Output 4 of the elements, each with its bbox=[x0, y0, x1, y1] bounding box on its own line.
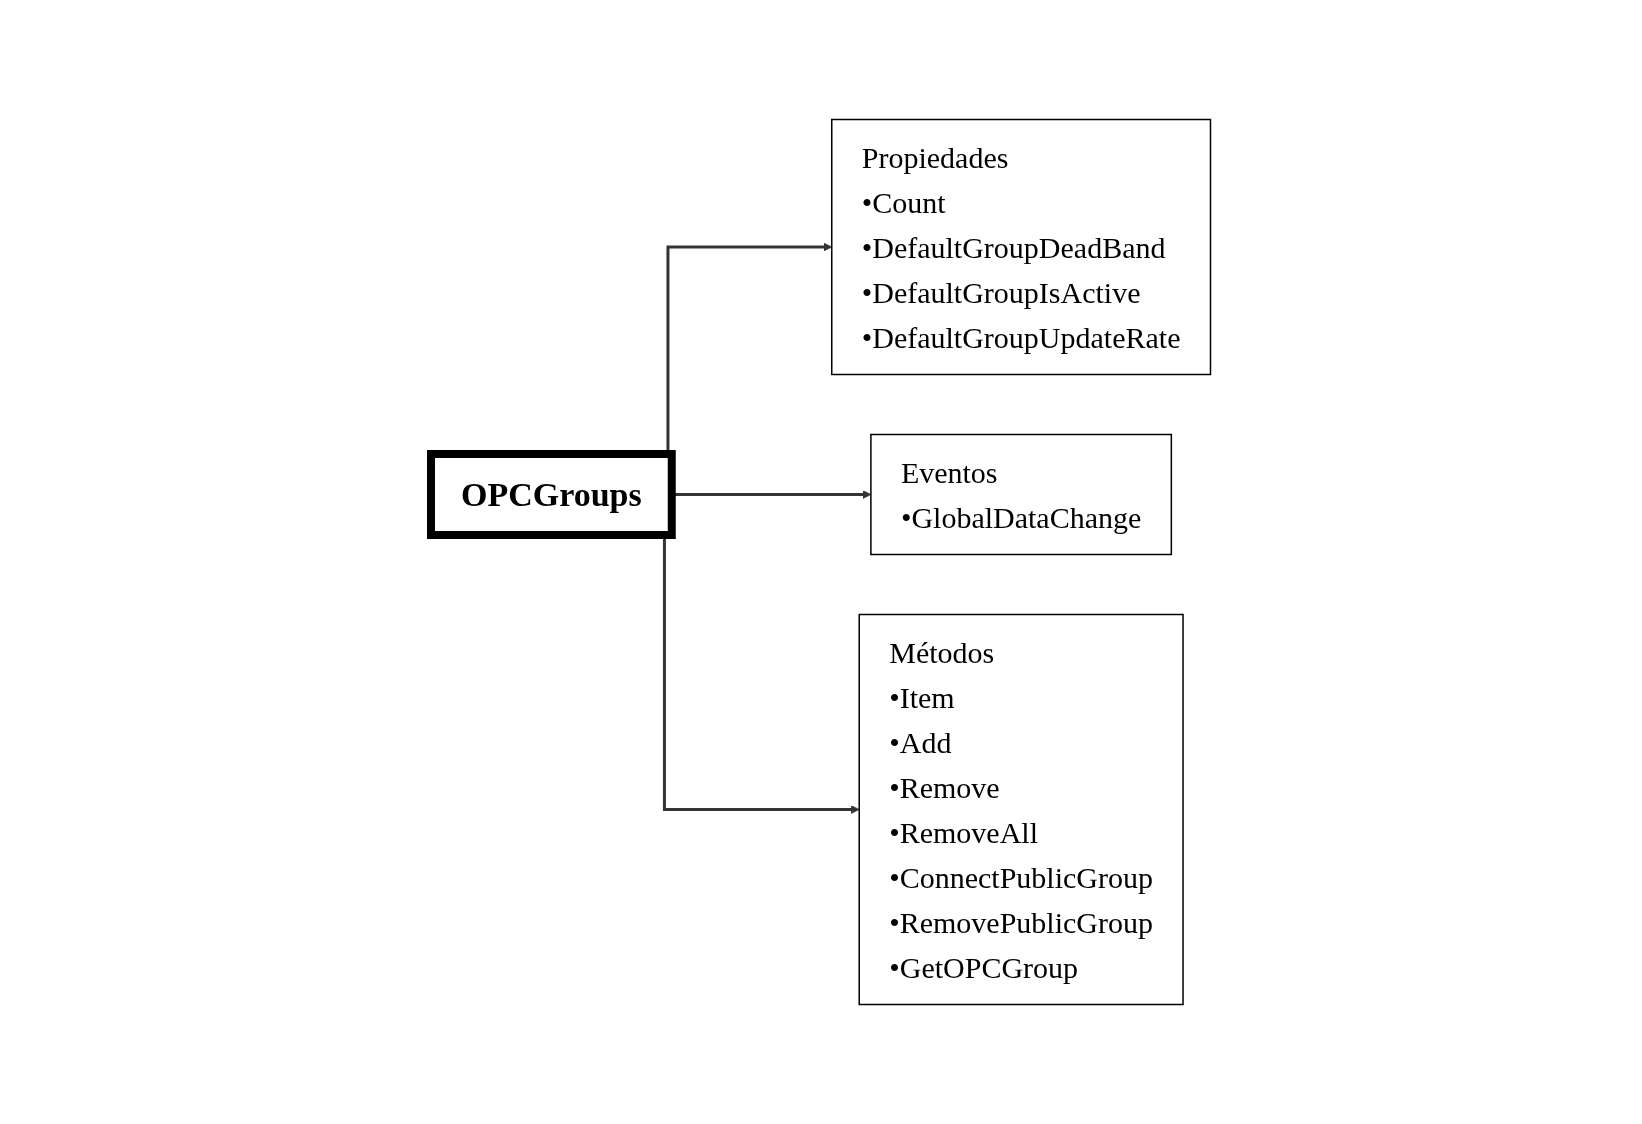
node-box: OPCGroups bbox=[427, 450, 676, 539]
node-box: Métodos •Item •Add •Remove •RemoveAll •ConnectPublicGroup •RemovePublicGroup •GetOPCGroup bbox=[858, 613, 1184, 1006]
node-box: Propiedades •Count •DefaultGroupDeadBand •DefaultGroupIsActive •DefaultGroupUpdateRate bbox=[831, 118, 1212, 376]
node-box: Eventos •GlobalDataChange bbox=[870, 433, 1173, 556]
